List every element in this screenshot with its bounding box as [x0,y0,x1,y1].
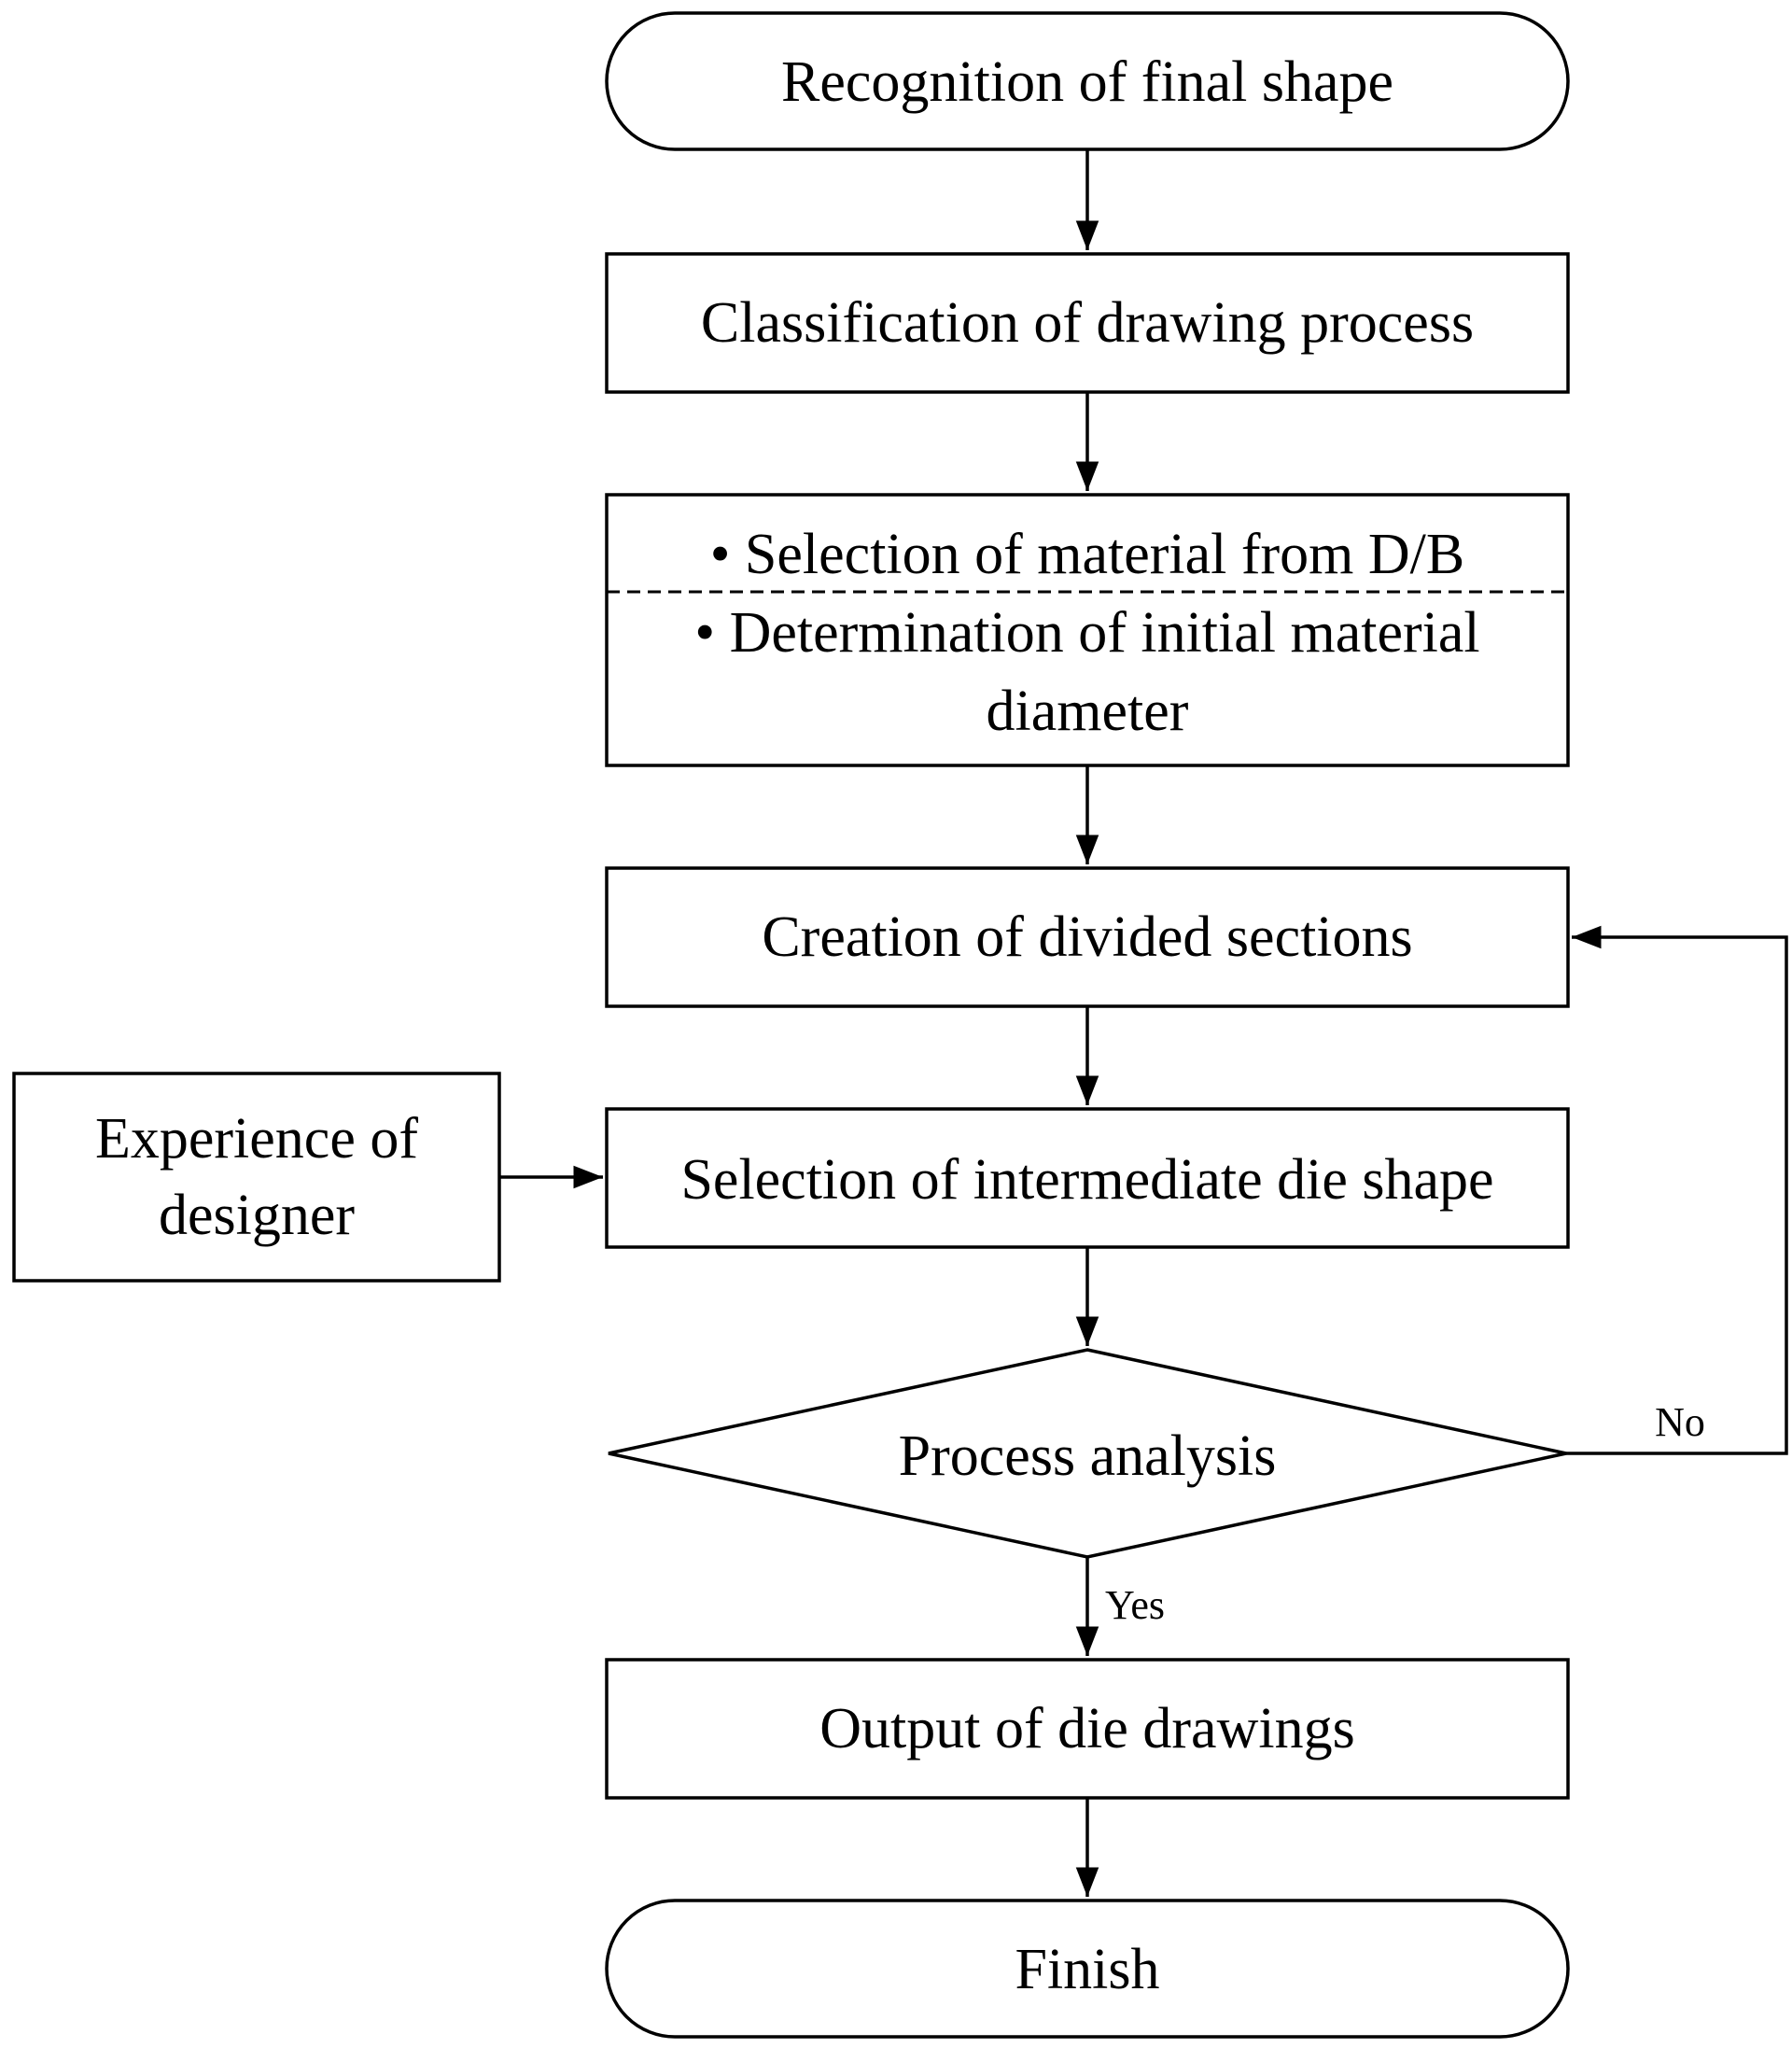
material-selection-label: • Selection of material from D/B [710,523,1465,586]
finish-label: Finish [1015,1938,1159,2001]
die-shape-label: Selection of intermediate die shape [680,1148,1493,1212]
start-label: Recognition of final shape [781,50,1393,114]
experience-label-line2: designer [159,1184,355,1247]
yes-branch-label: Yes [1105,1582,1165,1628]
material-process-box: • Selection of material from D/B • Deter… [605,493,1570,767]
no-branch-label: No [1655,1399,1705,1445]
start-terminal: Recognition of final shape [605,11,1570,151]
finish-terminal: Finish [605,1899,1570,2039]
sections-process-box: Creation of divided sections [605,866,1570,1008]
classification-label: Classification of drawing process [701,291,1474,355]
output-label: Output of die drawings [819,1697,1354,1760]
experience-label-line1: Experience of [95,1107,418,1171]
die-shape-process-box: Selection of intermediate die shape [605,1107,1570,1249]
material-diameter-label-line1: • Determination of initial material [694,601,1479,665]
output-process-box: Output of die drawings [605,1658,1570,1800]
experience-input-box: Experience of designer [12,1072,501,1283]
material-diameter-label-line2: diameter [987,680,1189,743]
arrow-no-loop-to-sections [1566,925,1788,1455]
classification-process-box: Classification of drawing process [605,252,1570,394]
analysis-label: Process analysis [899,1424,1277,1488]
sections-label: Creation of divided sections [762,905,1412,969]
analysis-decision-diamond: Process analysis [608,1348,1567,1559]
